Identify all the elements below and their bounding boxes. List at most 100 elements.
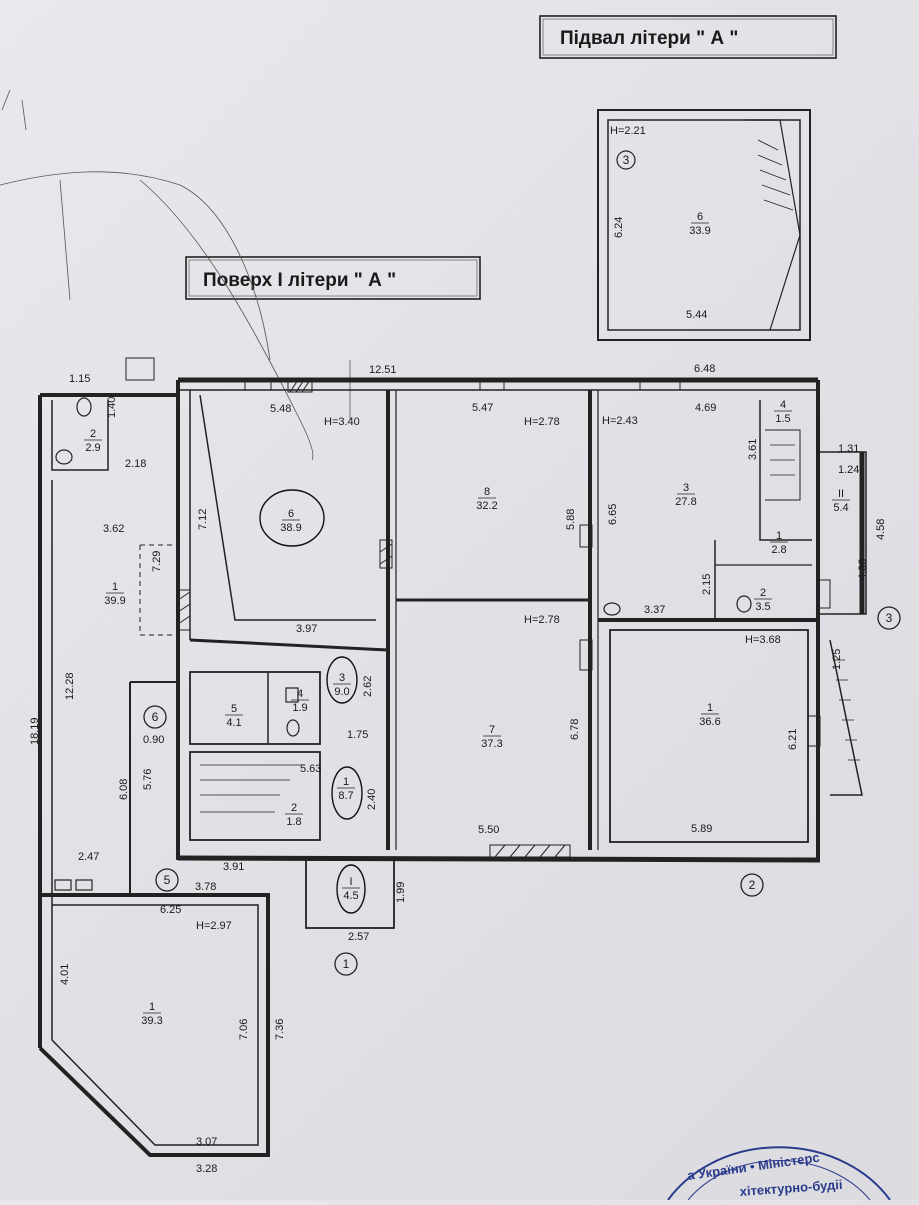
room-number: 2 [760, 587, 766, 599]
room-number: 7 [489, 724, 495, 736]
room-area: 38.9 [280, 522, 301, 534]
room-label: 39.0 [333, 672, 351, 698]
dimension-label: 5.44 [686, 309, 707, 321]
dimension-label: 3.62 [103, 523, 124, 535]
dimension-label: 6.25 [160, 904, 181, 916]
axis-label: 3 [886, 611, 893, 625]
room-area: 39.9 [104, 595, 125, 607]
axis-label: 3 [623, 153, 630, 167]
room-number: ІІ [838, 488, 844, 500]
dimension-label: 6.24 [613, 217, 625, 238]
dimension-label: 4.58 [875, 519, 887, 540]
dimension-label: 3.28 [196, 1163, 217, 1175]
room-area: 37.3 [481, 738, 502, 750]
room-label: 638.9 [280, 508, 301, 534]
dimension-label: 6.48 [694, 363, 715, 375]
room-label: 832.2 [476, 486, 497, 512]
hatched-wall-segments [125, 357, 831, 858]
room-number: 3 [683, 482, 689, 494]
room-area: 39.3 [141, 1015, 162, 1027]
dimension-label: 4.38 [857, 559, 869, 580]
room-area: 9.0 [334, 686, 349, 698]
ceiling-height-label: H=3.40 [324, 416, 360, 428]
dimension-label: 2.57 [348, 931, 369, 943]
dimension-label: 1.40 [106, 397, 118, 418]
room-number: 4 [780, 399, 786, 411]
dimension-label: 5.48 [270, 403, 291, 415]
dimension-label: 7.36 [274, 1019, 286, 1040]
dimension-label: 3.07 [196, 1136, 217, 1148]
room-area: 8.7 [338, 790, 353, 802]
room-area: 1.9 [292, 702, 307, 714]
room-label: 41.9 [291, 688, 309, 714]
dimension-label: 1.75 [347, 729, 368, 741]
dimension-labels: 6.245.441.151.402.183.627.2912.2818.1912… [29, 217, 887, 1175]
dimension-label: 2.47 [78, 851, 99, 863]
dimension-label: 1.99 [395, 882, 407, 903]
dimension-label: 6.08 [118, 779, 130, 800]
room-label: 54.1 [225, 703, 243, 729]
dimension-label: 6.21 [787, 729, 799, 750]
room-number: 1 [112, 581, 118, 593]
dimension-label: 2.15 [701, 574, 713, 595]
basement-title-box: Підвал літери " А " [539, 15, 837, 59]
room-label: 139.9 [104, 581, 125, 607]
room-area: 1.8 [286, 816, 301, 828]
axis-label: 2 [749, 878, 756, 892]
dimension-label: 3.37 [644, 604, 665, 616]
room-number: 6 [288, 508, 294, 520]
dimension-label: 18.19 [29, 717, 41, 745]
dimension-label: 7.29 [151, 551, 163, 572]
ceiling-height-label: H=2.97 [196, 920, 232, 932]
room-area: 32.2 [476, 500, 497, 512]
dimension-label: 2.18 [125, 458, 146, 470]
dimension-label: 1.24 [838, 464, 859, 476]
room-label: 23.5 [754, 587, 772, 613]
ground-floor-walls [38, 377, 867, 1157]
dimension-label: 3.91 [223, 861, 244, 873]
dimension-label: 1.15 [69, 373, 90, 385]
ceiling-height-label: H=2.78 [524, 416, 560, 428]
pencil-marks [0, 89, 351, 461]
ceiling-height-label: H=2.43 [602, 415, 638, 427]
room-label: 41.5 [774, 399, 792, 425]
room-number: 5 [231, 703, 237, 715]
room-number: І [349, 876, 352, 888]
stamp-line: а України • Міністерс [686, 1150, 820, 1183]
room-area: 2.9 [85, 442, 100, 454]
room-area: 27.8 [675, 496, 696, 508]
dimension-label: 3.97 [296, 623, 317, 635]
room-area: 3.5 [755, 601, 770, 613]
room-label: ІІ 5.4 [832, 488, 850, 514]
room-number: 1 [343, 776, 349, 788]
dimension-label: 2.40 [366, 789, 378, 810]
room-area: 5.4 [833, 502, 848, 514]
axis-markers [143, 606, 901, 976]
axis-label: 1 [343, 957, 350, 971]
room-number: 6 [697, 211, 703, 223]
dimension-label: 7.12 [197, 509, 209, 530]
room-number: 1 [149, 1001, 155, 1013]
floor-title-box: Поверх І літери " А " [185, 256, 481, 300]
dimension-label: 1.31 [838, 443, 859, 455]
room-label: 136.6 [699, 702, 720, 728]
ceiling-height-label: H=2.21 [610, 125, 646, 137]
axis-label: 6 [152, 710, 159, 724]
dimension-label: 12.28 [64, 672, 76, 700]
room-number: 1 [707, 702, 713, 714]
dimension-label: 5.76 [142, 769, 154, 790]
dimension-label: 12.51 [369, 364, 397, 376]
circled-area-marks [259, 489, 366, 914]
room-number: 3 [339, 672, 345, 684]
dimension-label: 0.90 [143, 734, 164, 746]
dimension-label: 6.65 [607, 504, 619, 525]
room-number: 4 [297, 688, 303, 700]
dimension-label: 3.61 [747, 439, 759, 460]
room-area: 36.6 [699, 716, 720, 728]
basement-title: Підвал літери " А " [560, 28, 738, 49]
dimension-label: 5.89 [691, 823, 712, 835]
